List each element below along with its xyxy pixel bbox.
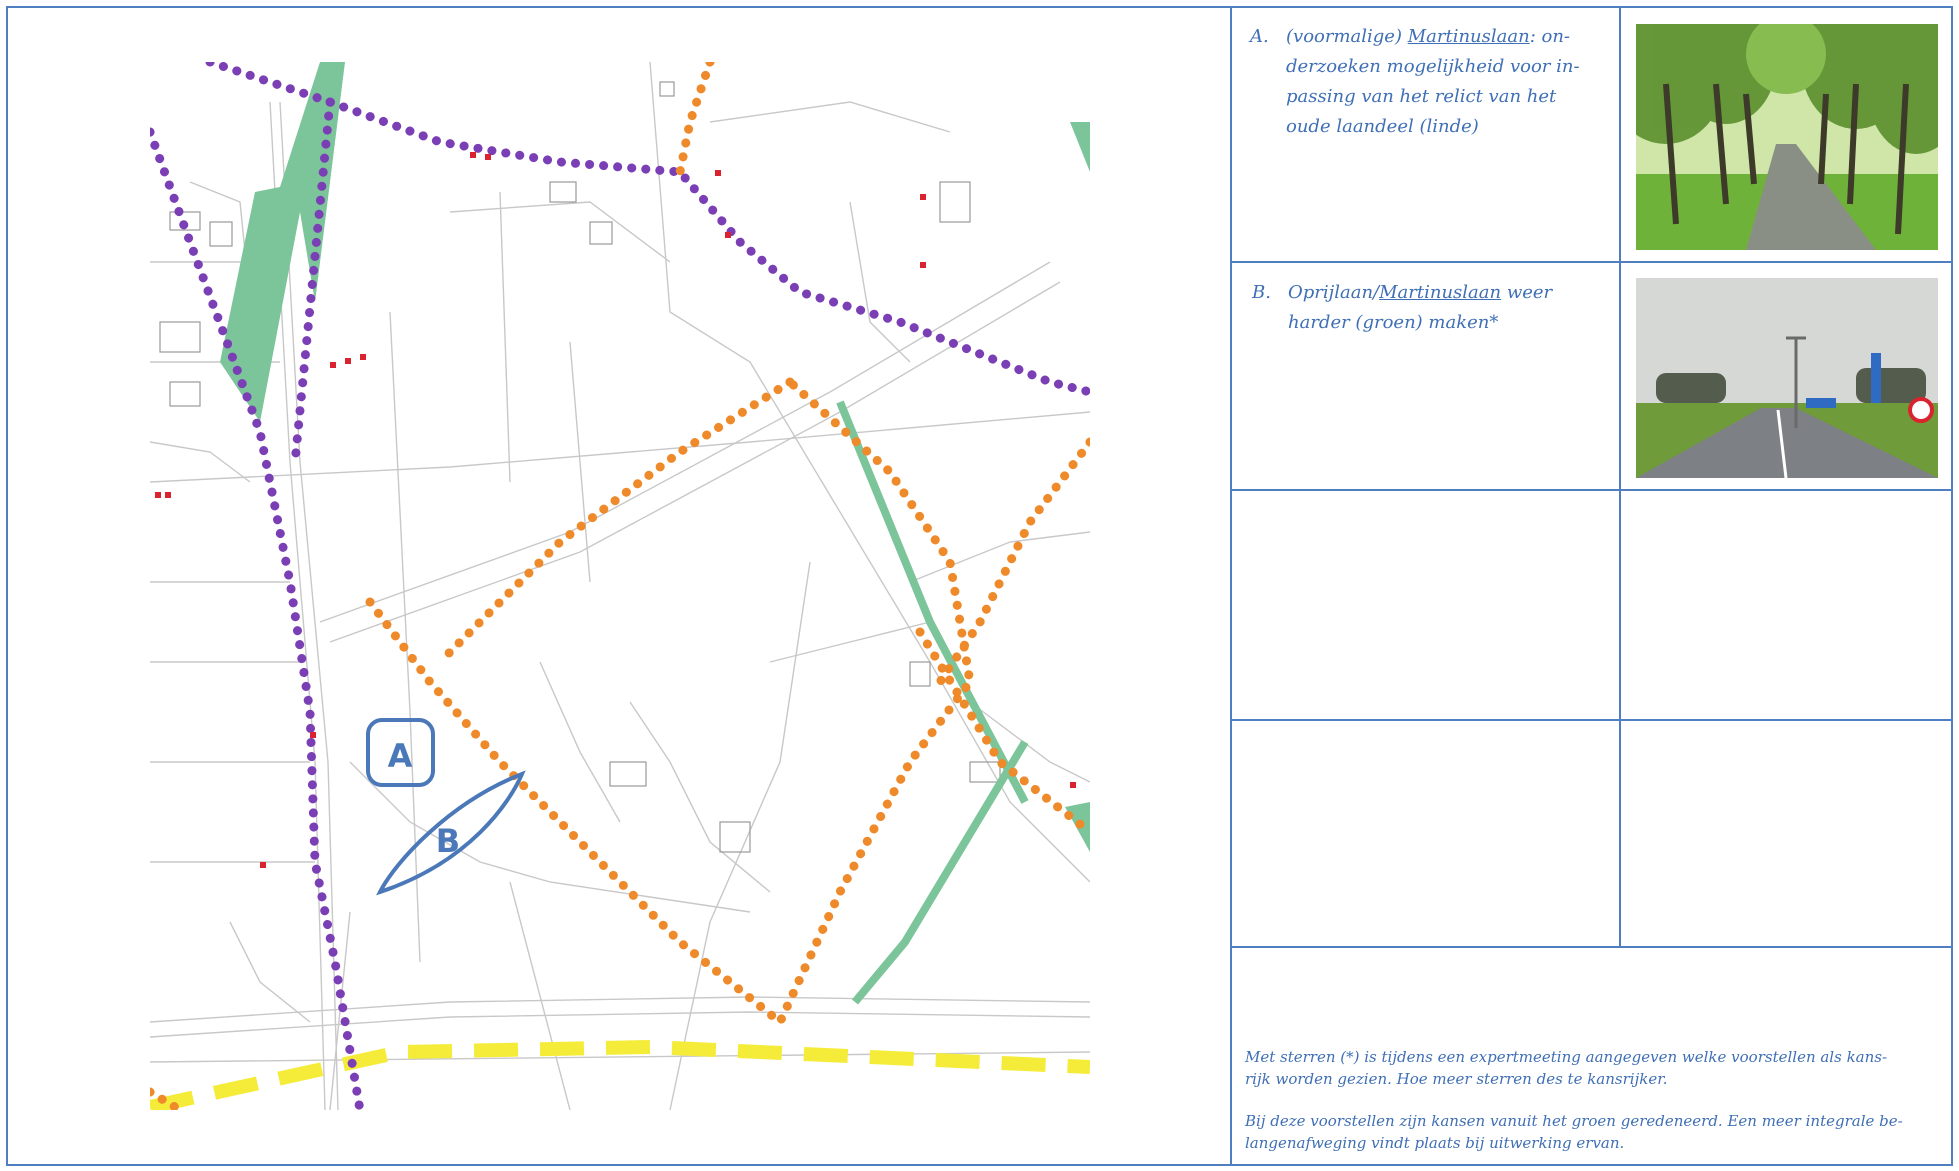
footer-note-1: Met sterren (*) is tijdens een expertmee…: [1245, 1046, 1940, 1090]
page-frame: [6, 6, 1953, 1166]
footer-note-1-line1: Met sterren (*) is tijdens een expertmee…: [1245, 1048, 1888, 1066]
row-a-line2: derzoeken mogelijkheid voor in-: [1286, 56, 1580, 77]
green-corridor: [836, 400, 1029, 1005]
map-canvas: A B: [150, 62, 1090, 1110]
table-row-divider-1: [1230, 261, 1953, 263]
row-a-marker: A.: [1250, 26, 1269, 47]
row-a-text: A. (voormalige) Martinuslaan: on- derzoek…: [1250, 22, 1610, 142]
row-b-line2: harder (groen) maken*: [1288, 312, 1499, 333]
table-left-border: [1230, 6, 1232, 1166]
label-b: B: [436, 822, 460, 860]
table-row-divider-4: [1230, 946, 1953, 948]
row-b-line1-link: Martinuslaan: [1379, 282, 1502, 303]
row-b-marker: B.: [1252, 282, 1271, 303]
label-b-outline: [376, 770, 526, 896]
green-zones: [220, 62, 1090, 852]
footer-note-2-line2: langenafweging vindt plaats bij uitwerki…: [1245, 1134, 1625, 1152]
row-a-line4: oude laandeel (linde): [1286, 116, 1479, 137]
map-panel: A B: [150, 62, 1090, 1110]
footer-note-2: Bij deze voorstellen zijn kansen vanuit …: [1245, 1110, 1940, 1154]
tree-lined-avenue-photo: [1636, 24, 1938, 250]
table-row-divider-3: [1230, 719, 1953, 721]
footer-note-1-line2: rijk worden gezien. Hoe meer sterren des…: [1245, 1070, 1668, 1088]
road-entrance-photo: [1636, 278, 1938, 478]
row-a-line1-part1: (voormalige): [1286, 26, 1408, 47]
red-markers: [155, 152, 1076, 868]
row-b-line1-part1: Oprijlaan/: [1288, 282, 1380, 303]
footer-note-2-line1: Bij deze voorstellen zijn kansen vanuit …: [1245, 1112, 1903, 1130]
row-b-line1-part3: weer: [1501, 282, 1553, 303]
row-b-text: B. Oprijlaan/Martinuslaan weer harder (gr…: [1252, 278, 1612, 338]
row-a-line1-link: Martinuslaan: [1407, 26, 1530, 47]
map-buildings: [159, 81, 1001, 853]
row-a-line1-part3: : on-: [1529, 26, 1571, 47]
label-a: A: [388, 737, 413, 775]
row-a-line3: passing van het relict van het: [1286, 86, 1557, 107]
table-column-divider: [1619, 6, 1621, 946]
orange-route: [150, 62, 1090, 1110]
base-map-lines: [150, 62, 1090, 1110]
yellow-route-band: [150, 1039, 1090, 1110]
purple-route: [150, 62, 1090, 1110]
table-row-divider-2: [1230, 489, 1953, 491]
label-a-outline: [366, 718, 435, 787]
